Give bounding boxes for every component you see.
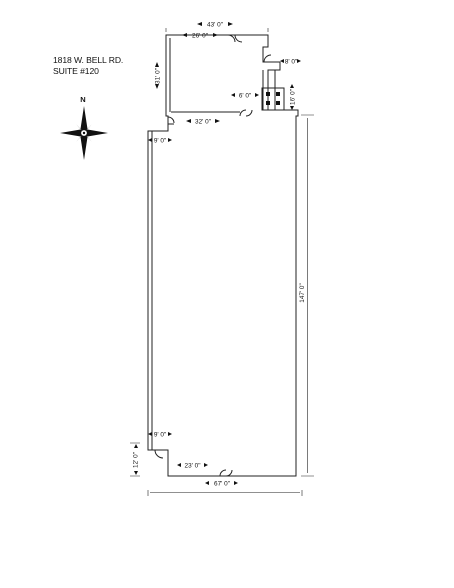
address-line-2: SUITE #120: [53, 66, 99, 76]
dim-bottom-inner-width-label: 23' 0": [185, 462, 201, 469]
door-swing-top: [227, 34, 243, 43]
compass-point-north: [80, 106, 88, 133]
door-swing-bottom: [219, 469, 233, 477]
dim-restroom-width-label: 6' 0": [239, 92, 251, 99]
door-swing-bottom-left: [154, 449, 164, 459]
dim-top-inner-width: 26' 0": [182, 32, 218, 39]
dim-left-upper-height-label: 31' 0": [155, 68, 162, 84]
dim-bottom-left-height-label: 12' 0": [133, 452, 140, 468]
dim-right-notch-width: 8' 0": [280, 58, 301, 65]
address-line-1: 1818 W. BELL RD.: [53, 55, 124, 65]
restroom-fixture-1: [266, 92, 270, 96]
dim-main-height-label: 147' 0": [299, 283, 306, 302]
dim-top-width-label: 43' 0": [207, 21, 223, 28]
restroom-fixture-2: [266, 101, 270, 105]
compass-point-east: [84, 129, 108, 137]
compass-point-west: [60, 129, 84, 137]
restroom-fixture-3: [276, 92, 280, 96]
door-swing-left: [167, 116, 175, 125]
dim-top-inner-width-label: 26' 0": [192, 32, 208, 39]
dim-bottom-left-height: 12' 0": [130, 442, 140, 477]
dim-step-width-label: 32' 0": [195, 118, 211, 125]
dim-step-width: 32' 0": [186, 118, 220, 125]
dim-right-notch-width-label: 8' 0": [285, 58, 297, 65]
dim-left-notch-width-bottom-label: 9' 0": [154, 431, 166, 438]
dim-restroom-width: 6' 0": [231, 92, 259, 99]
building-outline: [147, 34, 299, 477]
dim-main-height: 147' 0": [299, 114, 314, 477]
dim-right-notch-height: 16' 0": [290, 84, 297, 110]
dim-total-width: 67' 0": [147, 480, 303, 496]
dim-left-notch-width-top-label: 9' 0": [154, 137, 166, 144]
compass-rose-icon: N: [60, 95, 108, 160]
dim-left-notch-width-top: 9' 0": [148, 137, 172, 144]
address-block: 1818 W. BELL RD. SUITE #120: [53, 55, 123, 77]
dim-top-width: 43' 0": [165, 21, 269, 32]
dim-total-width-label: 67' 0": [214, 480, 230, 487]
restroom-fixture-4: [276, 101, 280, 105]
north-label: N: [80, 95, 85, 104]
dim-right-notch-height-label: 16' 0": [290, 89, 297, 105]
door-swing-mid: [239, 109, 253, 117]
dim-left-notch-width-bottom: 9' 0": [148, 431, 172, 438]
compass-point-south: [80, 133, 88, 160]
dim-bottom-inner-width: 23' 0": [177, 462, 208, 469]
dim-left-upper-height: 31' 0": [155, 62, 162, 89]
door-swing-right: [263, 54, 272, 63]
